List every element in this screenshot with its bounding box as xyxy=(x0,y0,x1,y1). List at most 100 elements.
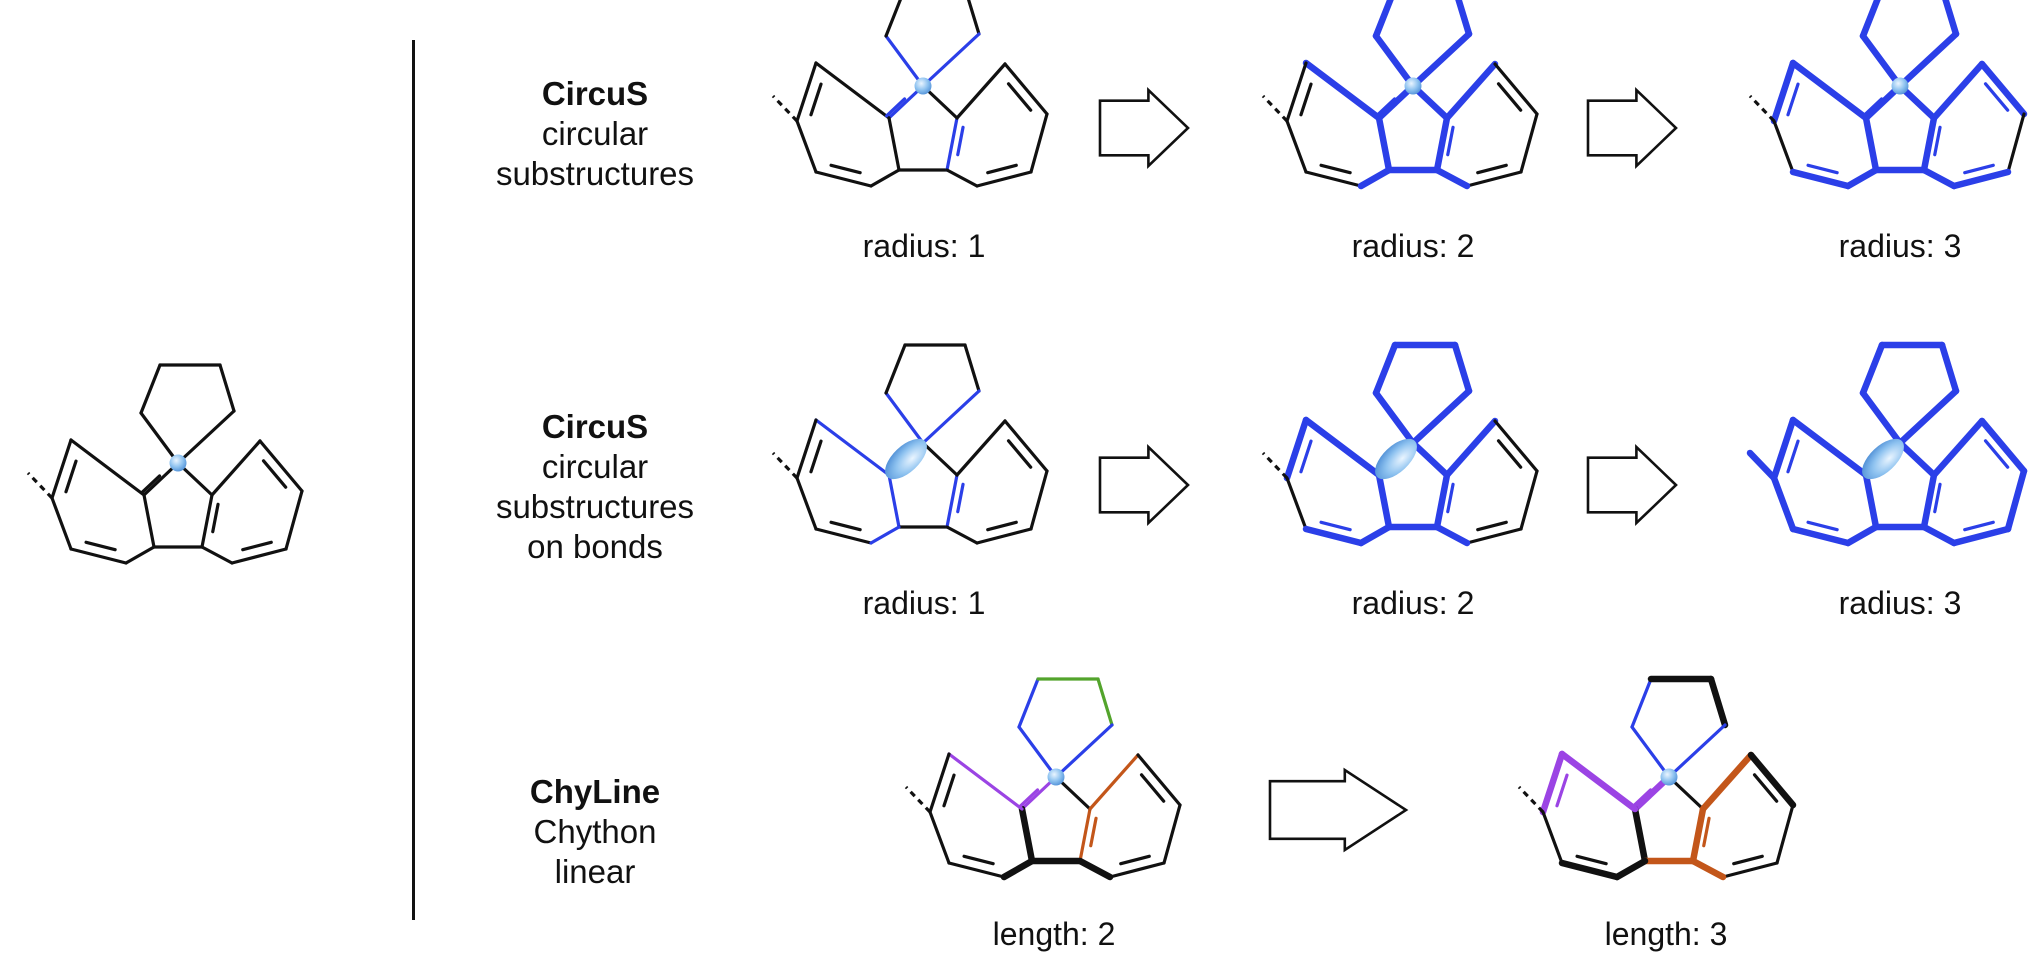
double-bond-r2 xyxy=(261,459,288,489)
bond-p1 xyxy=(1372,389,1417,447)
substituent-bond xyxy=(1261,94,1289,123)
bond-l5 xyxy=(869,168,901,188)
double-bond-l2 xyxy=(1299,82,1313,117)
bond-c4 xyxy=(1078,807,1092,863)
double-bond-r2 xyxy=(1496,82,1523,112)
bond-r4 xyxy=(1950,525,2012,547)
double-bond-l2 xyxy=(809,439,823,474)
bond-r1 xyxy=(955,62,1007,120)
bond-r1 xyxy=(1088,753,1140,811)
bond-l3 xyxy=(928,810,951,865)
centre-atom xyxy=(914,77,932,95)
caption-bonds-r3: radius: 3 xyxy=(1838,585,1962,621)
chyline-length-3 xyxy=(1517,675,1797,881)
circus-radius-2 xyxy=(1261,0,1539,190)
bond-p5 xyxy=(1054,723,1114,779)
bond-r5 xyxy=(1433,523,1471,547)
double-bond-r4 xyxy=(241,540,273,552)
double-bond-l2 xyxy=(1299,439,1313,474)
bond-r3 xyxy=(284,489,304,551)
bond-r3 xyxy=(1162,803,1182,865)
bond-l1 xyxy=(1789,59,1870,122)
substituent-bond xyxy=(771,451,799,480)
bond-p4 xyxy=(1096,677,1114,727)
bond-r2 xyxy=(258,439,304,493)
double-bond-c4 xyxy=(1933,125,1942,157)
row-label-chyline: ChyLine Chython linear xyxy=(470,772,720,892)
bond-p4 xyxy=(966,0,981,36)
double-bond-l2 xyxy=(809,82,823,117)
double-bond-r2 xyxy=(1983,82,2010,112)
bond-l5 xyxy=(1000,857,1036,881)
bond-l4 xyxy=(947,861,1006,879)
double-bond-c1 xyxy=(1631,788,1653,809)
arrow-circus-2 xyxy=(1586,86,1678,170)
caption-chyline-l2: length: 2 xyxy=(992,916,1116,952)
double-bond-r4 xyxy=(1119,854,1151,866)
bond-l2 xyxy=(1770,59,1797,125)
caption-circus-r3: radius: 3 xyxy=(1838,228,1962,264)
double-bond-l2 xyxy=(942,773,956,808)
arrow-circus-1 xyxy=(1098,86,1190,170)
bond-p2 xyxy=(1372,341,1399,397)
double-bond-l2 xyxy=(64,459,78,494)
caption-circus-r2: radius: 2 xyxy=(1351,228,1475,264)
caption-chyline-l3: length: 3 xyxy=(1604,916,1728,952)
bond-r3 xyxy=(1519,469,1539,531)
bond-r1 xyxy=(1699,751,1755,813)
bond-c2 xyxy=(1631,805,1649,865)
double-bond-r4 xyxy=(1476,520,1508,532)
bond-c2 xyxy=(887,473,901,529)
double-bond-r2 xyxy=(1496,439,1523,469)
caption-bonds-r2: radius: 2 xyxy=(1351,585,1475,621)
bond-c4 xyxy=(945,473,959,529)
row-desc-line: circular xyxy=(541,115,649,152)
row-title: ChyLine xyxy=(529,773,661,810)
arrow-chyline xyxy=(1268,767,1409,853)
bond-l2 xyxy=(795,418,818,480)
bond-c2 xyxy=(887,116,901,172)
substituent-bond xyxy=(771,94,799,123)
bond-l2 xyxy=(1539,750,1566,816)
double-bond-c4 xyxy=(956,482,965,514)
bond-l4 xyxy=(1558,859,1621,881)
double-bond-l4 xyxy=(829,520,862,532)
centre-atom xyxy=(169,454,187,472)
bond-l4 xyxy=(1789,525,1852,547)
bond-c2 xyxy=(1018,805,1036,865)
bond-l2 xyxy=(795,61,818,123)
centre-atom xyxy=(1891,77,1909,95)
bond-r4 xyxy=(975,170,1033,188)
bond-p4 xyxy=(1938,341,1960,395)
bond-l3 xyxy=(1770,474,1797,533)
bond-c2 xyxy=(1862,114,1880,174)
bond-r5 xyxy=(1689,857,1727,881)
bond-l3 xyxy=(1772,119,1795,174)
centre-atom xyxy=(1404,77,1422,95)
bond-l2 xyxy=(928,752,951,814)
double-bond-r2 xyxy=(1006,439,1033,469)
chyline-length-2 xyxy=(904,677,1182,881)
bond-l1 xyxy=(814,418,891,477)
divider-line xyxy=(412,40,415,920)
bond-r4 xyxy=(230,547,288,565)
bond-p5 xyxy=(1896,30,1960,90)
bond-r2 xyxy=(1747,751,1797,809)
bond-p1 xyxy=(1859,32,1904,90)
bond-l4 xyxy=(1302,525,1365,547)
bond-p1 xyxy=(884,391,925,445)
double-bond-r4 xyxy=(1963,520,1995,532)
bond-l5 xyxy=(124,545,156,565)
reference-molecule xyxy=(26,363,304,565)
centre-bond xyxy=(1862,438,1904,480)
double-bond-c4 xyxy=(1933,482,1942,514)
double-bond-c1 xyxy=(140,474,162,495)
bond-l3 xyxy=(795,476,818,531)
row-label-circus-bonds: CircuS circular substructures on bonds xyxy=(470,407,720,567)
bond-r3 xyxy=(1519,112,1539,174)
bond-p1 xyxy=(1859,389,1904,447)
bond-r1 xyxy=(1930,60,1986,122)
bond-c4 xyxy=(200,493,214,549)
bond-c4 xyxy=(945,116,959,172)
caption-circus-r1: radius: 1 xyxy=(862,228,986,264)
